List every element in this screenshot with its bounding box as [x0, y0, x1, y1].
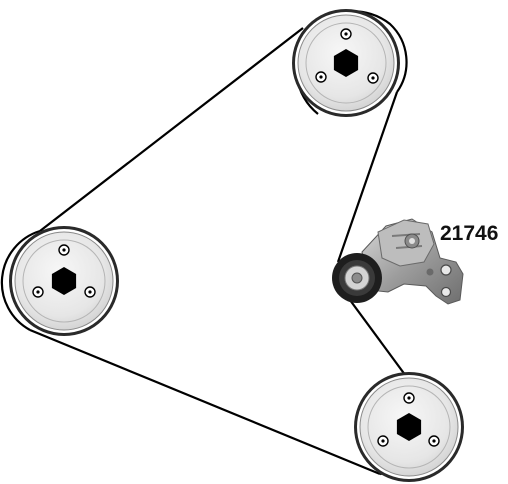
bolt-hole-icon: [367, 72, 379, 84]
top-pulley: [292, 9, 400, 117]
bolt-hole-icon: [84, 286, 96, 298]
left-pulley: [9, 226, 119, 336]
bolt-hole-icon: [32, 286, 44, 298]
bolt-hole-icon: [428, 435, 440, 447]
tensioner-part-number: 21746: [440, 222, 498, 245]
hex-hub-icon: [51, 267, 77, 295]
bottom-pulley: [354, 372, 464, 482]
belt-tensioner: [332, 218, 464, 305]
bolt-hole-icon: [377, 435, 389, 447]
hex-hub-icon: [396, 413, 422, 441]
bolt-hole-icon: [315, 71, 327, 83]
bolt-hole-icon: [58, 244, 70, 256]
bolt-hole-icon: [340, 28, 352, 40]
bolt-hole-icon: [403, 392, 415, 404]
hex-hub-icon: [333, 49, 359, 77]
